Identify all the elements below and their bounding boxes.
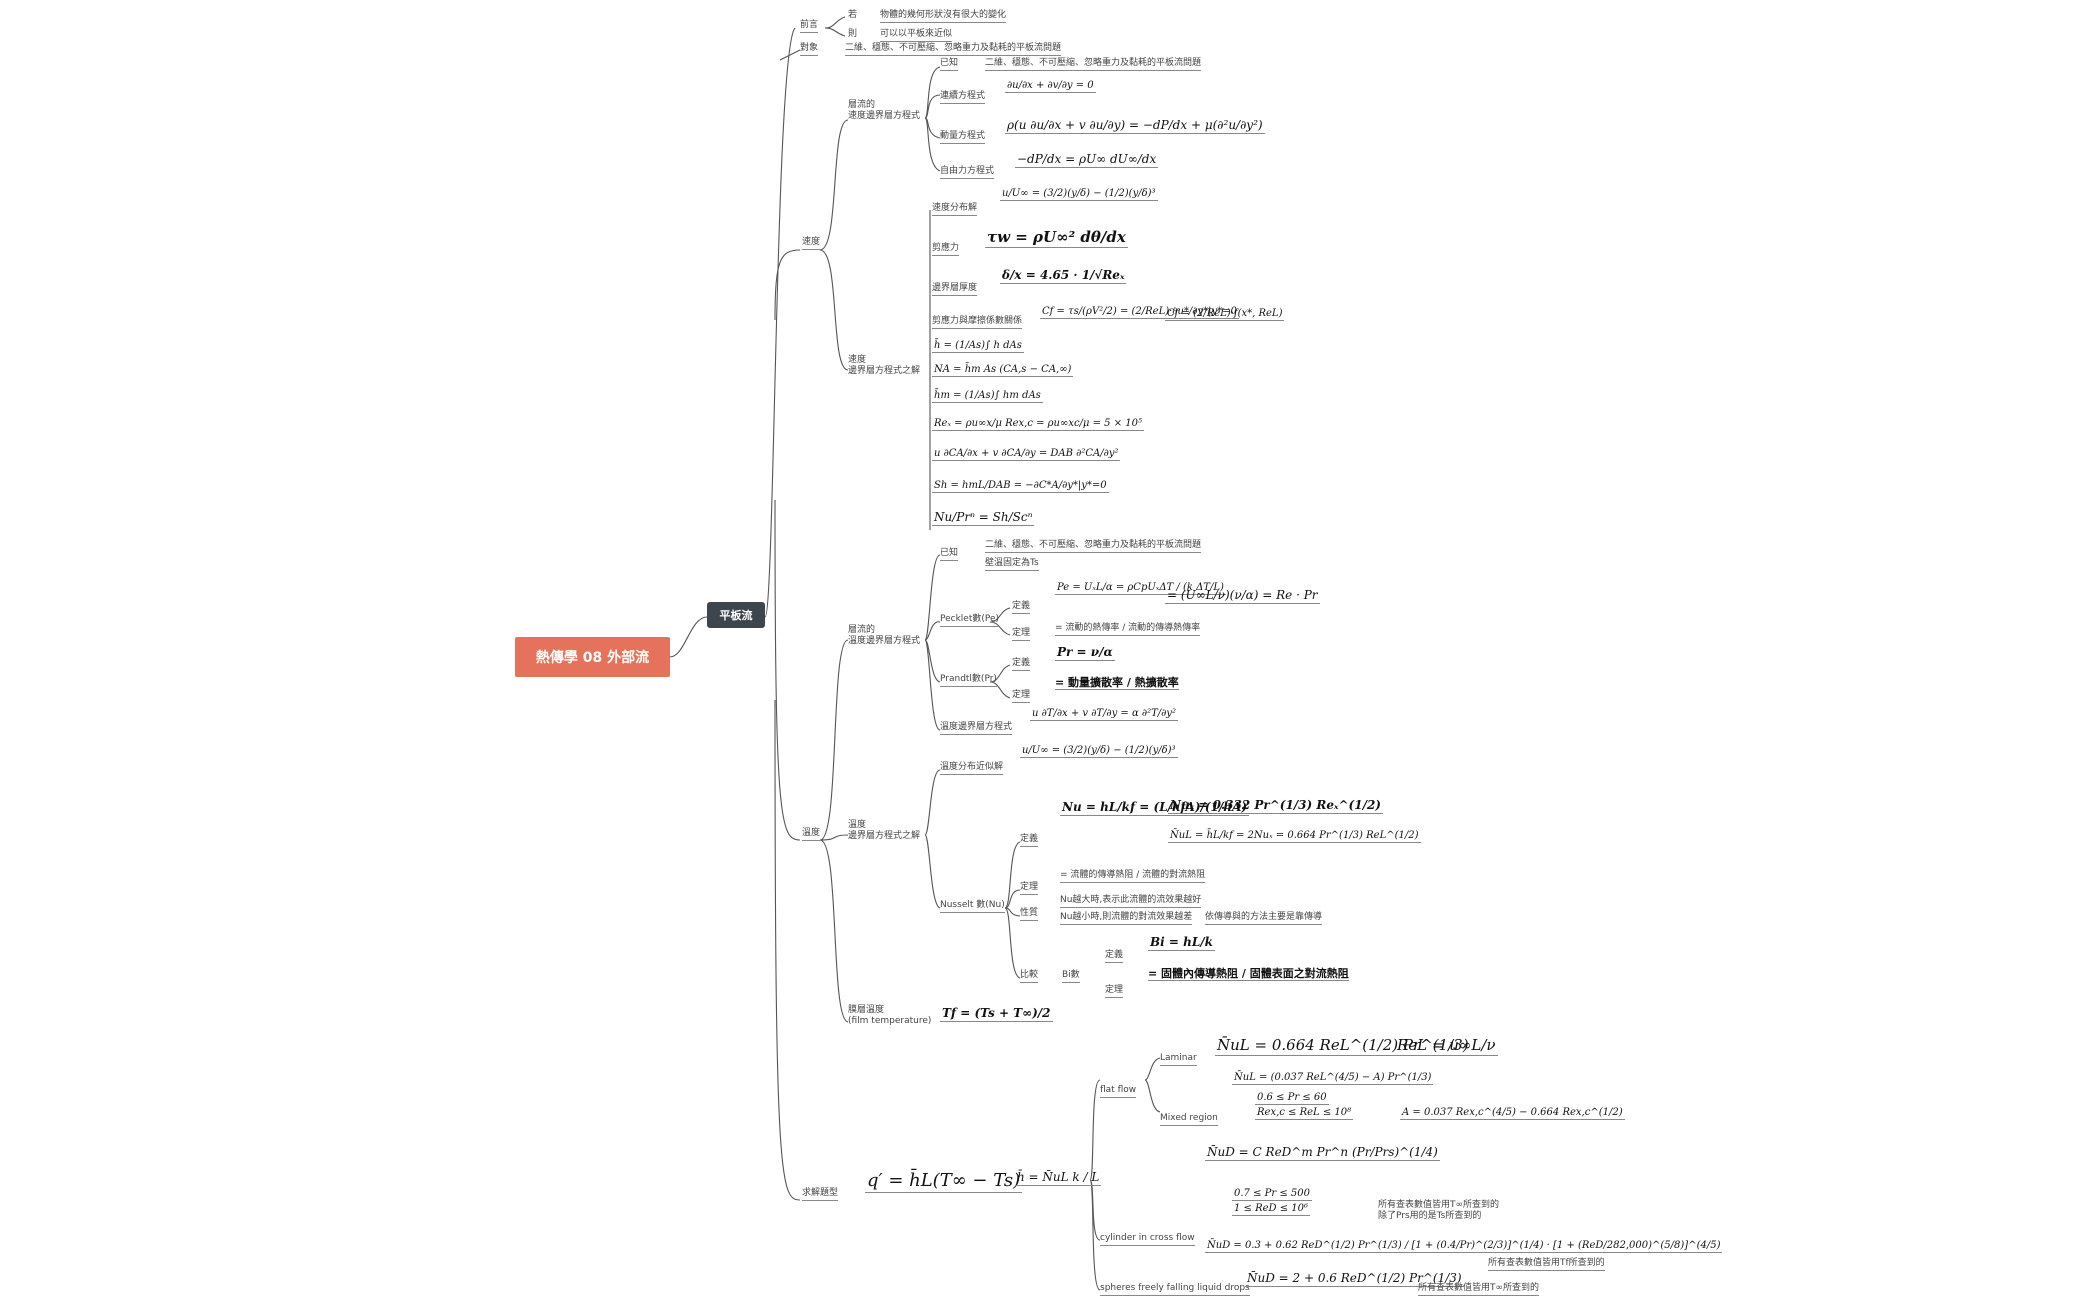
cylinder-note-2: 所有查表數值皆用Tf所查到的 [1488,1258,1605,1271]
velocity-solution-label[interactable]: 速度 邊界層方程式之解 [848,355,921,376]
velocity-known-text: 二維、穩態、不可壓縮、忽略重力及黏耗的平板流問題 [985,58,1202,71]
temperature-profile-equation: u/U∞ = (3/2)(y/δ) − (1/2)(y/δ)³ [1020,745,1178,758]
temperature-eqs-label[interactable]: 層流的 溫度邊界層方程式 [848,625,921,646]
thickness-label: 邊界層厚度 [932,283,978,296]
target-label[interactable]: 對象 [800,43,819,56]
peclet-meaning: = 流動的熱傳率 / 流動的傳導熱傳率 [1055,623,1201,636]
nusselt-meaning-label: 定理 [1020,882,1039,895]
mass-equation-4: Reₓ = ρu∞x/μ Rex,c = ρu∞xc/μ = 5 × 10⁵ [932,418,1144,431]
peclet-label: Pecklet數(Pe) [940,614,1000,627]
mixed-condition-2: Rex,c ≤ ReL ≤ 10⁸ [1255,1107,1354,1120]
energy-equation: u ∂T/∂x + v ∂T/∂y = α ∂²T/∂y² [1030,708,1178,721]
temperature-known-item-2: 壁溫固定為Ts [985,558,1039,571]
heat-rate-equation: q′ = h̄L(T∞ − Ts) [865,1170,1023,1193]
correlation-label[interactable]: 求解題型 [802,1188,839,1201]
freestream-equation: −dP/dx = ρU∞ dU∞/dx [1015,152,1159,168]
mass-equation-7: Nu/Prⁿ = Sh/Scⁿ [932,510,1035,526]
nusselt-def-label: 定義 [1020,834,1039,847]
mixed-a-equation: A = 0.037 Rex,c^(4/5) − 0.664 Rex,c^(1/2… [1400,1107,1625,1120]
mass-equation-2: NA = h̄m As (CA,s − CA,∞) [932,364,1074,377]
mass-equation-6: Sh = hmL/DAB = −∂C*A/∂y*|y*=0 [932,480,1109,493]
momentum-equation: ρ(u ∂u/∂x + v ∂u/∂y) = −dP/dx + μ(∂²u/∂y… [1005,118,1265,134]
velocity-label[interactable]: 速度 [802,237,821,250]
mass-equation-1: h̄ = (1/As)∫ h dAs [932,340,1024,353]
velocity-profile-label: 速度分布解 [932,203,978,216]
prandtl-label: Prandtl數(Pr) [940,674,997,687]
laminar-reynolds: ReL = u∞L/ν [1395,1036,1498,1056]
laminar-label: Laminar [1160,1053,1197,1066]
property-note: 依傳導與的方法主要是靠傳導 [1205,912,1323,925]
hub-topic[interactable]: 平板流 [707,602,765,628]
biot-label: Bi數 [1062,970,1080,983]
cylinder-condition-2: 1 ≤ ReD ≤ 10⁶ [1232,1203,1311,1216]
peclet-def-label: 定義 [1012,601,1031,614]
thickness-equation: δ/x = 4.65 · 1/√Reₓ [1000,268,1127,284]
prandtl-def-equation: Pr = ν/α [1055,645,1115,661]
mixed-label: Mixed region [1160,1113,1218,1126]
film-label[interactable]: 膜層溫度 (film temperature) [848,1005,932,1026]
velocity-profile-equation: u/U∞ = (3/2)(y/δ) − (1/2)(y/δ)³ [1000,188,1158,201]
cylinder-equation-2: N̄uD = 0.3 + 0.62 ReD^(1/2) Pr^(1/3) / [… [1205,1240,1723,1253]
cylinder-condition-1: 0.7 ≤ Pr ≤ 500 [1232,1188,1312,1201]
peclet-meaning-label: 定理 [1012,628,1031,641]
mixed-condition-1: 0.6 ≤ Pr ≤ 60 [1255,1092,1329,1105]
target-text: 二維、穩態、不可壓縮、忽略重力及黏耗的平板流問題 [845,43,1062,56]
biot-meaning: = 固體內傳導熱阻 / 固體表面之對流熱阻 [1148,967,1349,981]
prereq-if-key: 若 [848,10,858,20]
freestream-label: 自由力方程式 [940,166,995,179]
sphere-equation: N̄uD = 2 + 0.6 ReD^(1/2) Pr^(1/3) [1245,1271,1464,1287]
biot-def-label: 定義 [1105,950,1124,963]
prandtl-meaning: = 動量擴散率 / 熱擴散率 [1055,676,1179,690]
friction-label: 剪應力與摩擦係數關係 [932,316,1023,329]
prereq-label[interactable]: 前言 [800,20,819,33]
film-equation: Tf = (Ts + T∞)/2 [940,1006,1053,1022]
cylinder-label: cylinder in cross flow [1100,1233,1195,1246]
sphere-note: 所有查表數值皆用T∞所查到的 [1418,1283,1539,1296]
prereq-then-key: 則 [848,29,858,39]
property-item-1: Nu越大時,表示此流體的流效果越好 [1060,895,1202,908]
h-average-equation: h̄ = N̄uL k / L [1015,1170,1102,1186]
compare-label: 比較 [1020,970,1039,983]
prandtl-def-label: 定義 [1012,658,1031,671]
prereq-then-text: 可以以平板來近似 [880,29,953,42]
prereq-if-text: 物體的幾何形狀沒有很大的變化 [880,10,1007,23]
nusselt-average-equation: N̄uL = h̄L/kf = 2Nuₓ = 0.664 Pr^(1/3) Re… [1168,830,1421,843]
cylinder-note-1: 所有查表數值皆用T∞所查到的 除了Prs用的是Ts所查到的 [1378,1200,1499,1221]
root-topic[interactable]: 熱傳學 08 外部流 [515,637,670,677]
temperature-known-item-1: 二維、穩態、不可壓縮、忽略重力及黏耗的平板流問題 [985,540,1202,553]
nusselt-meaning: = 流體的傳導熱阻 / 流體的對流熱阻 [1060,870,1206,883]
energy-label: 溫度邊界層方程式 [940,722,1013,735]
continuity-label: 連續方程式 [940,91,986,104]
peclet-def-equation-2: = (U∞L/ν)(ν/α) = Re · Pr [1165,588,1320,604]
continuity-equation: ∂u/∂x + ∂v/∂y = 0 [1005,80,1096,93]
temperature-known-label: 已知 [940,548,959,561]
shear-equation: τw = ρU∞² dθ/dx [985,228,1128,248]
temperature-label[interactable]: 溫度 [802,828,821,841]
nusselt-local-equation: Nuₓ = 0.332 Pr^(1/3) Reₓ^(1/2) [1168,798,1383,814]
prandtl-meaning-label: 定理 [1012,690,1031,703]
nusselt-label: Nusselt 數(Nu) [940,900,1005,913]
cylinder-equation-1: N̄uD = C ReD^m Pr^n (Pr/Prs)^(1/4) [1205,1145,1440,1161]
peclet-def-equation: Pe = UₓL/α = ρCpUₓΔT / (k ΔT/L) [1055,582,1226,595]
friction-equation-2: Cf = (2/ReL)·f(x*, ReL) [1165,308,1285,321]
shear-label: 剪應力 [932,243,960,256]
property-label: 性質 [1020,908,1039,921]
mass-equation-5: u ∂CA/∂x + v ∂CA/∂y = DAB ∂²CA/∂y² [932,448,1121,461]
nusselt-def-equation: Nu = hL/kf = (L/kfA)/(1/hA) [1060,800,1250,816]
biot-meaning-label: 定理 [1105,985,1124,998]
mass-equation-3: h̄m = (1/As)∫ hm dAs [932,390,1043,403]
biot-def-equation: Bi = hL/k [1148,935,1215,951]
velocity-eqs-label[interactable]: 層流的 速度邊界層方程式 [848,100,921,121]
friction-equation-1: Cf = τs/(ρV²/2) = (2/ReL)·∂u*/∂y*|y*=0 [1040,306,1239,319]
temperature-profile-label: 溫度分布近似解 [940,762,1004,775]
momentum-label: 動量方程式 [940,131,986,144]
laminar-equation: N̄uL = 0.664 ReL^(1/2) Pr^(1/3) [1215,1036,1471,1056]
velocity-known-label: 已知 [940,58,959,71]
temperature-solution-label[interactable]: 溫度 邊界層方程式之解 [848,820,921,841]
property-item-2: Nu越小時,則流體的對流效果越差 [1060,912,1193,925]
mixed-equation: N̄uL = (0.037 ReL^(4/5) − A) Pr^(1/3) [1232,1072,1434,1085]
flat-flow-label: flat flow [1100,1085,1137,1098]
sphere-label: spheres freely falling liquid drops [1100,1283,1250,1296]
